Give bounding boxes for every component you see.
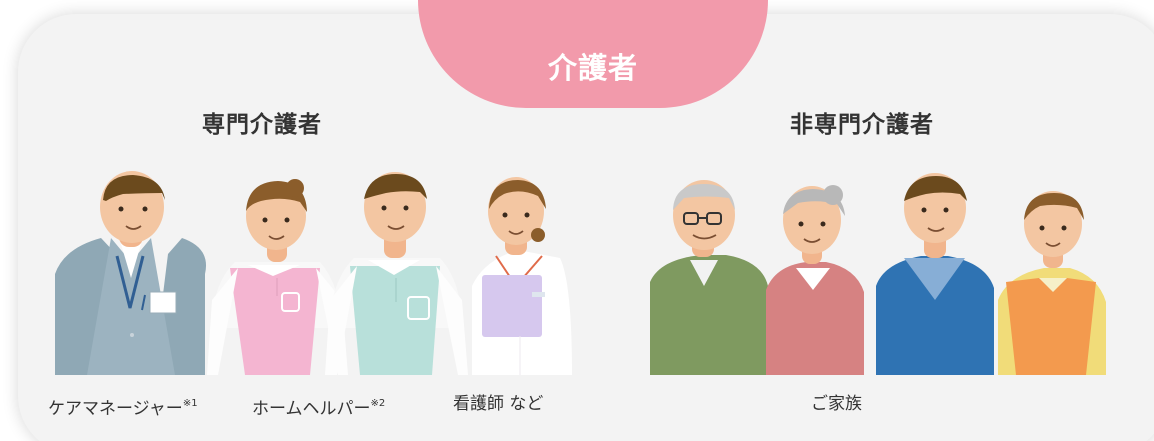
- elderly-woman-figure: [766, 185, 864, 375]
- family-label: ご家族: [811, 389, 862, 419]
- nurse-label-text: 看護師 など: [453, 394, 544, 414]
- caregiver-heading-badge: [418, 0, 768, 108]
- care-manager-note: ※1: [182, 398, 198, 409]
- care-manager-figure: [55, 171, 207, 375]
- woman-figure: [998, 191, 1106, 375]
- home-helper-male-figure: [325, 172, 468, 375]
- main-title: 介護者: [547, 51, 638, 85]
- care-manager-label: ケアマネージャー※1: [48, 389, 198, 424]
- home-helper-female-figure: [207, 179, 348, 375]
- man-figure: [876, 173, 994, 375]
- professional-caregivers-title: 専門介護者: [202, 112, 322, 138]
- home-helper-label: ホームヘルパー※2: [252, 389, 385, 424]
- nurse-figure: [472, 177, 572, 375]
- non-professional-caregivers-title: 非専門介護者: [790, 112, 934, 138]
- home-helper-note: ※2: [370, 398, 386, 409]
- care-manager-label-text: ケアマネージャー: [48, 399, 183, 419]
- family-label-text: ご家族: [811, 394, 862, 414]
- nurse-label: 看護師 など: [453, 389, 543, 419]
- home-helper-label-text: ホームヘルパー: [252, 399, 371, 419]
- elderly-man-figure: [650, 180, 768, 375]
